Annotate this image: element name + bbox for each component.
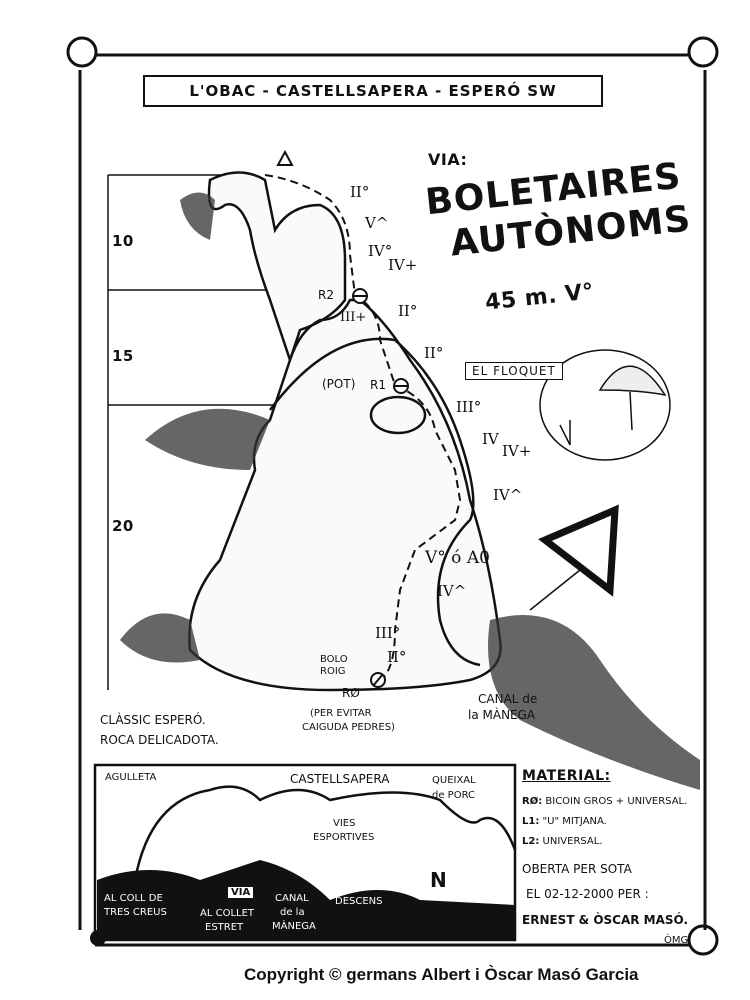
summit-icon <box>276 149 294 166</box>
belay-label: R1 <box>370 378 386 392</box>
height-mark: 15 <box>112 347 134 365</box>
material-item: L1: "U" MITJANA. <box>522 816 607 827</box>
grade-label: IV^ <box>493 486 523 504</box>
material-key: L2: <box>522 836 540 847</box>
height-mark: 10 <box>112 232 134 250</box>
inset-collet: ESTRET <box>205 922 244 933</box>
belay-label: RØ <box>342 686 360 700</box>
vegetation <box>120 192 700 790</box>
material-key: RØ: <box>522 796 543 807</box>
inset-queixal: de PORC <box>432 790 476 801</box>
canal-label: la MÀNEGA <box>468 708 536 722</box>
inset-castellsapera: CASTELLSAPERA <box>290 772 390 786</box>
route-line <box>264 174 462 681</box>
material-value: "U" MITJANA. <box>542 816 607 827</box>
grade-label: V^ <box>365 214 389 232</box>
height-mark: 20 <box>112 517 134 535</box>
bolo-roig-label: ROIG <box>320 666 346 677</box>
bolo-roig-label: BOLO <box>320 654 348 665</box>
grade-label: IV+ <box>502 442 532 460</box>
classic-note: CLÀSSIC ESPERÓ. <box>100 713 206 727</box>
mushroom-vignette <box>539 349 671 461</box>
inset-vies: ESPORTIVES <box>313 832 375 843</box>
grade-label: II° <box>398 302 418 320</box>
inset-vegetation <box>97 860 515 940</box>
north-arrow: N <box>430 868 448 892</box>
material-heading: MATERIAL: <box>522 768 611 784</box>
grade-label: IV^ <box>437 582 467 600</box>
belay-markers <box>352 288 409 688</box>
inset-coll: AL COLL DE <box>104 893 163 904</box>
inset-vies: VIES <box>333 818 356 829</box>
floquet-label: EL FLOQUET <box>465 362 563 380</box>
material-key: L1: <box>522 816 540 827</box>
inset-agulleta: AGULLETA <box>105 772 157 783</box>
inset-queixal: QUEIXAL <box>432 775 476 786</box>
page-frame <box>66 36 719 956</box>
note-label: CAIGUDA PEDRES) <box>302 722 395 733</box>
classic-note: ROCA DELICADOTA. <box>100 733 219 747</box>
grade-label: II° <box>350 183 370 201</box>
pot-label: (POT) <box>322 377 356 391</box>
grade-label: III+ <box>340 310 367 325</box>
opened-text: OBERTA PER SOTA <box>522 862 632 876</box>
warning-sign <box>529 504 619 611</box>
inset-canal: CANAL <box>275 893 309 904</box>
inset-descens: DESCENS <box>335 896 383 907</box>
grade-label: IV <box>482 430 499 448</box>
inset-via: VIA <box>228 887 254 898</box>
grade-label: III° <box>456 398 482 416</box>
copyright: Copyright © germans Albert i Òscar Masó … <box>244 965 639 984</box>
grade-label: IV° <box>368 242 393 260</box>
material-value: UNIVERSAL. <box>542 836 603 847</box>
opened-text: EL 02-12-2000 PER : <box>526 887 649 901</box>
canal-label: CANAL de <box>478 692 538 706</box>
material-value: BICOIN GROS + UNIVERSAL. <box>545 796 688 807</box>
inset-descens: CANAL <box>340 882 374 893</box>
belay-label: R2 <box>318 288 334 302</box>
inset-collet: AL COLLET <box>200 908 255 919</box>
inset-canal: de la <box>280 907 305 918</box>
note-label: (PER EVITAR <box>310 708 372 719</box>
material-item: L2: UNIVERSAL. <box>522 836 603 847</box>
grade-label: III° <box>375 624 401 642</box>
inset-coll: TRES CREUS <box>104 907 167 918</box>
grade-label: II° <box>424 344 444 362</box>
material-item: RØ: BICOIN GROS + UNIVERSAL. <box>522 796 687 807</box>
signature: ÒMG <box>664 935 689 946</box>
grade-label: IV+ <box>388 256 418 274</box>
grade-label: II° <box>387 648 407 666</box>
page-title: L'OBAC - CASTELLSAPERA - ESPERÓ SW <box>143 75 603 107</box>
inset-canal: MÀNEGA <box>272 921 316 932</box>
authors: ERNEST & ÒSCAR MASÓ. <box>522 913 689 927</box>
rock <box>188 171 502 692</box>
route-prefix: VIA: <box>428 150 468 169</box>
grade-label: V° ó A0 <box>425 548 490 568</box>
